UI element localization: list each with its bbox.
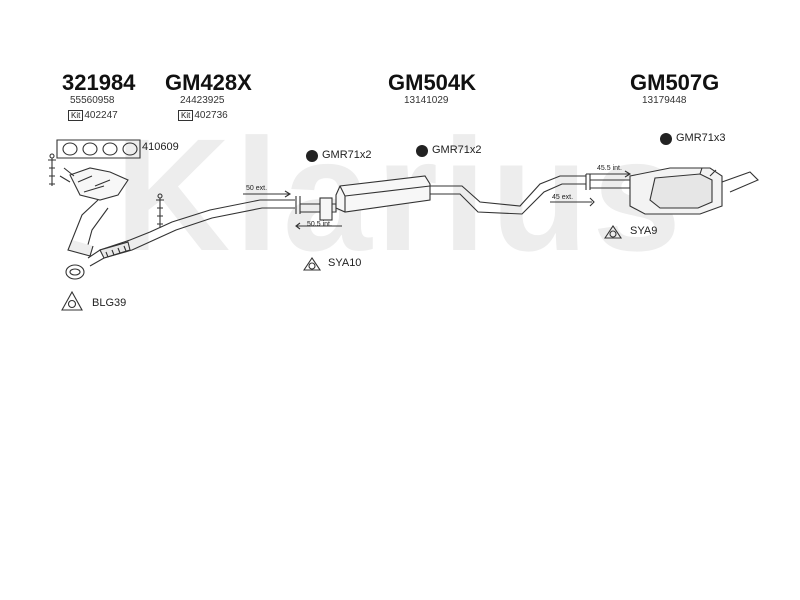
front-pipe-drawing (87, 193, 295, 267)
part-code-3: GM504K (388, 70, 477, 95)
gmr-b-icon (416, 145, 428, 157)
gmr-a-label: GMR71x2 (322, 149, 372, 161)
dimension-note-3: 45.5 int. (597, 165, 622, 172)
kit-number-1: Kit 402247 (68, 110, 118, 121)
sya9-icon (603, 225, 623, 239)
oem-number-3: 13141029 (404, 95, 449, 106)
manifold-drawing (48, 153, 129, 257)
oem-number-2: 24423925 (180, 95, 225, 106)
part-code-2: GM428X (165, 70, 252, 95)
blg-label: BLG39 (92, 297, 127, 309)
kit-number-1-value: 402247 (84, 110, 118, 121)
kit-number-2-value: 402736 (194, 110, 228, 121)
sya9-label: SYA9 (630, 225, 658, 237)
flange-drawing (65, 264, 85, 280)
kit-icon: Kit (68, 110, 84, 121)
gmr-b-label: GMR71x2 (432, 144, 482, 156)
joint-left-drawing (243, 190, 342, 230)
gasket-label: 410609 (142, 141, 179, 153)
part-code-4: GM507G (630, 70, 720, 95)
blg-icon (61, 290, 83, 311)
dimension-note-2: 50.5 int. (307, 221, 332, 228)
kit-icon: Kit (178, 110, 194, 121)
gmr-a-icon (306, 150, 318, 162)
dimension-note-4: 45 ext. (552, 194, 574, 201)
oem-number-4: 13179448 (642, 95, 687, 106)
gasket-drawing (56, 139, 141, 159)
sya10-label: SYA10 (328, 257, 362, 269)
gmr-c-icon (660, 133, 672, 145)
gmr-c-label: GMR71x3 (676, 132, 726, 144)
part-code-1: 321984 (62, 70, 136, 95)
sya10-icon (302, 257, 322, 271)
kit-number-2: Kit 402736 (178, 110, 228, 121)
rear-silencer-drawing (629, 167, 759, 215)
dimension-note-1: 50 ext. (246, 185, 268, 192)
oem-number-1: 55560958 (70, 95, 115, 106)
centre-box-drawing (300, 175, 586, 221)
